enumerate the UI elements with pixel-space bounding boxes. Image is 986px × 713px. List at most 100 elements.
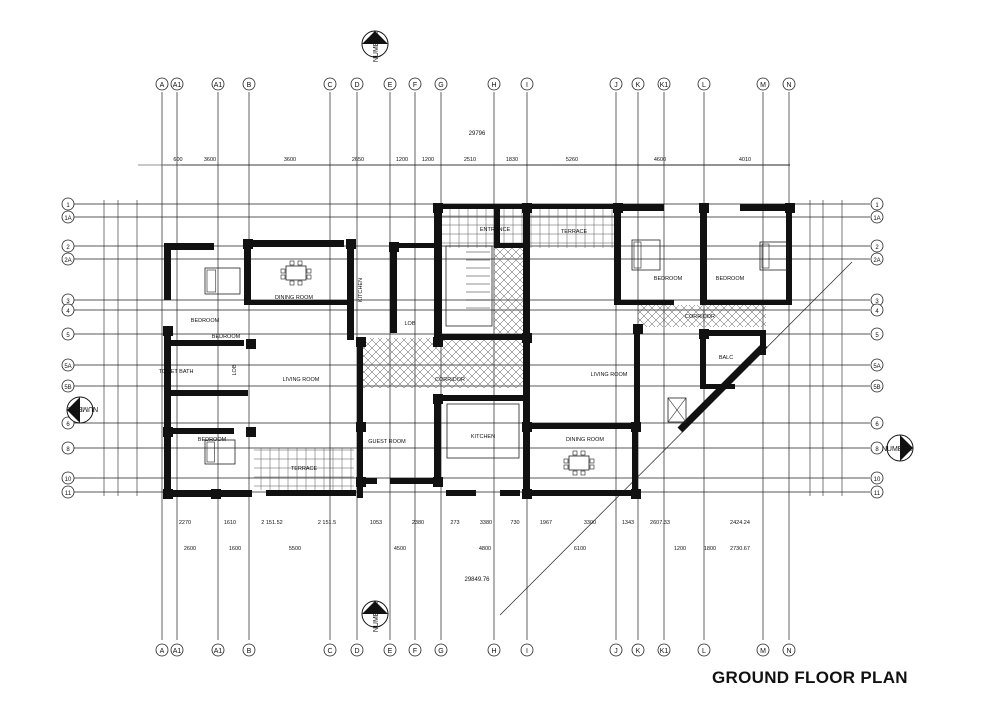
room-label: ENTRANCE — [480, 227, 511, 233]
room-label: BEDROOM — [716, 276, 745, 282]
grid-bubble-label: A1 — [173, 82, 182, 89]
grid-bubble-label: D — [354, 648, 359, 655]
grid-bubble — [323, 643, 337, 657]
grid-bubble-label: M — [760, 82, 766, 89]
grid-bubble-label: 6 — [875, 422, 879, 428]
pillow — [206, 441, 215, 463]
column — [243, 239, 253, 249]
grid-bubble-label: L — [702, 82, 706, 89]
wall-segment — [390, 243, 435, 248]
column — [356, 477, 366, 487]
room-label: LOB — [404, 321, 415, 327]
grid-bubble — [756, 77, 770, 91]
grid-bubble-label: H — [491, 82, 496, 89]
column — [163, 489, 173, 499]
dining-table — [568, 455, 590, 471]
column — [433, 394, 443, 404]
dimension-label: 2424.24 — [730, 520, 750, 526]
grid-bubble-label: L — [702, 648, 706, 655]
grid-bubble — [61, 327, 75, 341]
wall-segment — [700, 330, 760, 336]
column — [631, 422, 641, 432]
wall-segment — [632, 423, 638, 497]
wall-segment — [441, 334, 529, 340]
grid-bubble-label: M — [760, 648, 766, 655]
grid-bubble — [609, 77, 623, 91]
room-label: CORRIDOR — [435, 377, 465, 383]
grid-bubble — [61, 441, 75, 455]
room-label: TERRACE — [561, 229, 588, 235]
dimension-label: 1800 — [704, 546, 716, 552]
wall-segment — [614, 204, 621, 304]
room-label: BEDROOM — [654, 276, 683, 282]
wall-segment — [523, 423, 638, 429]
grid-bubble-label: G — [438, 82, 443, 89]
grid-bubble-label: F — [413, 648, 417, 655]
wall-segment — [164, 428, 234, 434]
grid-bubble-label: J — [614, 648, 618, 655]
north-arrow-pointer — [362, 601, 388, 614]
wall-segment — [634, 325, 640, 430]
room-label: CORRIDOR — [685, 314, 715, 320]
wall-segment — [434, 395, 441, 485]
column — [433, 337, 443, 347]
wall-segment — [164, 390, 248, 396]
grid-bubble — [870, 252, 884, 266]
column — [433, 477, 443, 487]
grid-bubble — [657, 77, 671, 91]
grid-bubble — [61, 471, 75, 485]
grid-bubble — [870, 485, 884, 499]
grid-bubble-label: D — [354, 82, 359, 89]
grid-bubble-label: 10 — [874, 477, 881, 483]
wall-segment — [212, 490, 252, 497]
grid-bubble — [61, 303, 75, 317]
grid-bubble — [61, 210, 75, 224]
column — [613, 203, 623, 213]
chair — [572, 450, 578, 456]
grid-bubble — [520, 643, 534, 657]
grid-bubble-label: 4 — [875, 309, 879, 315]
bed — [204, 439, 236, 465]
grid-bubble-label: 3 — [66, 299, 70, 305]
dimension-label: 1053 — [370, 520, 382, 526]
dimension-label: 4500 — [394, 546, 406, 552]
grid-bubble-label: 3 — [875, 299, 879, 305]
column — [699, 329, 709, 339]
grid-bubble-label: B — [247, 648, 252, 655]
structural-columns — [163, 203, 795, 499]
staircase — [445, 245, 493, 327]
grid-bubble — [350, 643, 364, 657]
grid-bubble — [323, 77, 337, 91]
lift-box — [667, 397, 687, 423]
chair — [563, 464, 569, 470]
room-label: DINING ROOM — [275, 295, 313, 301]
grid-bubble-label: 10 — [65, 477, 72, 483]
grid-bubble — [631, 643, 645, 657]
chair — [297, 260, 303, 266]
grid-bubble — [870, 379, 884, 393]
column — [356, 337, 366, 347]
room-label: TOILET BATH — [159, 369, 194, 375]
column — [699, 203, 709, 213]
chair — [297, 280, 303, 286]
grid-bubble-label: 5B — [64, 385, 71, 391]
grid-bubble — [487, 643, 501, 657]
grid-bubble-label: N — [786, 648, 791, 655]
grid-bubble-label: 1A — [64, 216, 71, 222]
wall-segment — [390, 478, 438, 484]
grid-bubble-label: K — [636, 82, 641, 89]
column — [631, 489, 641, 499]
column — [211, 489, 221, 499]
north-arrow: NUMBER — [361, 30, 389, 62]
grid-bubble-label: 6 — [66, 422, 70, 428]
chair — [280, 268, 286, 274]
grid-bubble — [782, 77, 796, 91]
grid-bubble-label: 2A — [873, 258, 880, 264]
grid-bubble-label: 8 — [875, 447, 879, 453]
grid-bubble — [242, 643, 256, 657]
grid-bubble-label: 2 — [875, 245, 879, 251]
chair — [563, 458, 569, 464]
north-arrow-pointer — [900, 435, 913, 461]
wall-segment — [164, 327, 171, 497]
